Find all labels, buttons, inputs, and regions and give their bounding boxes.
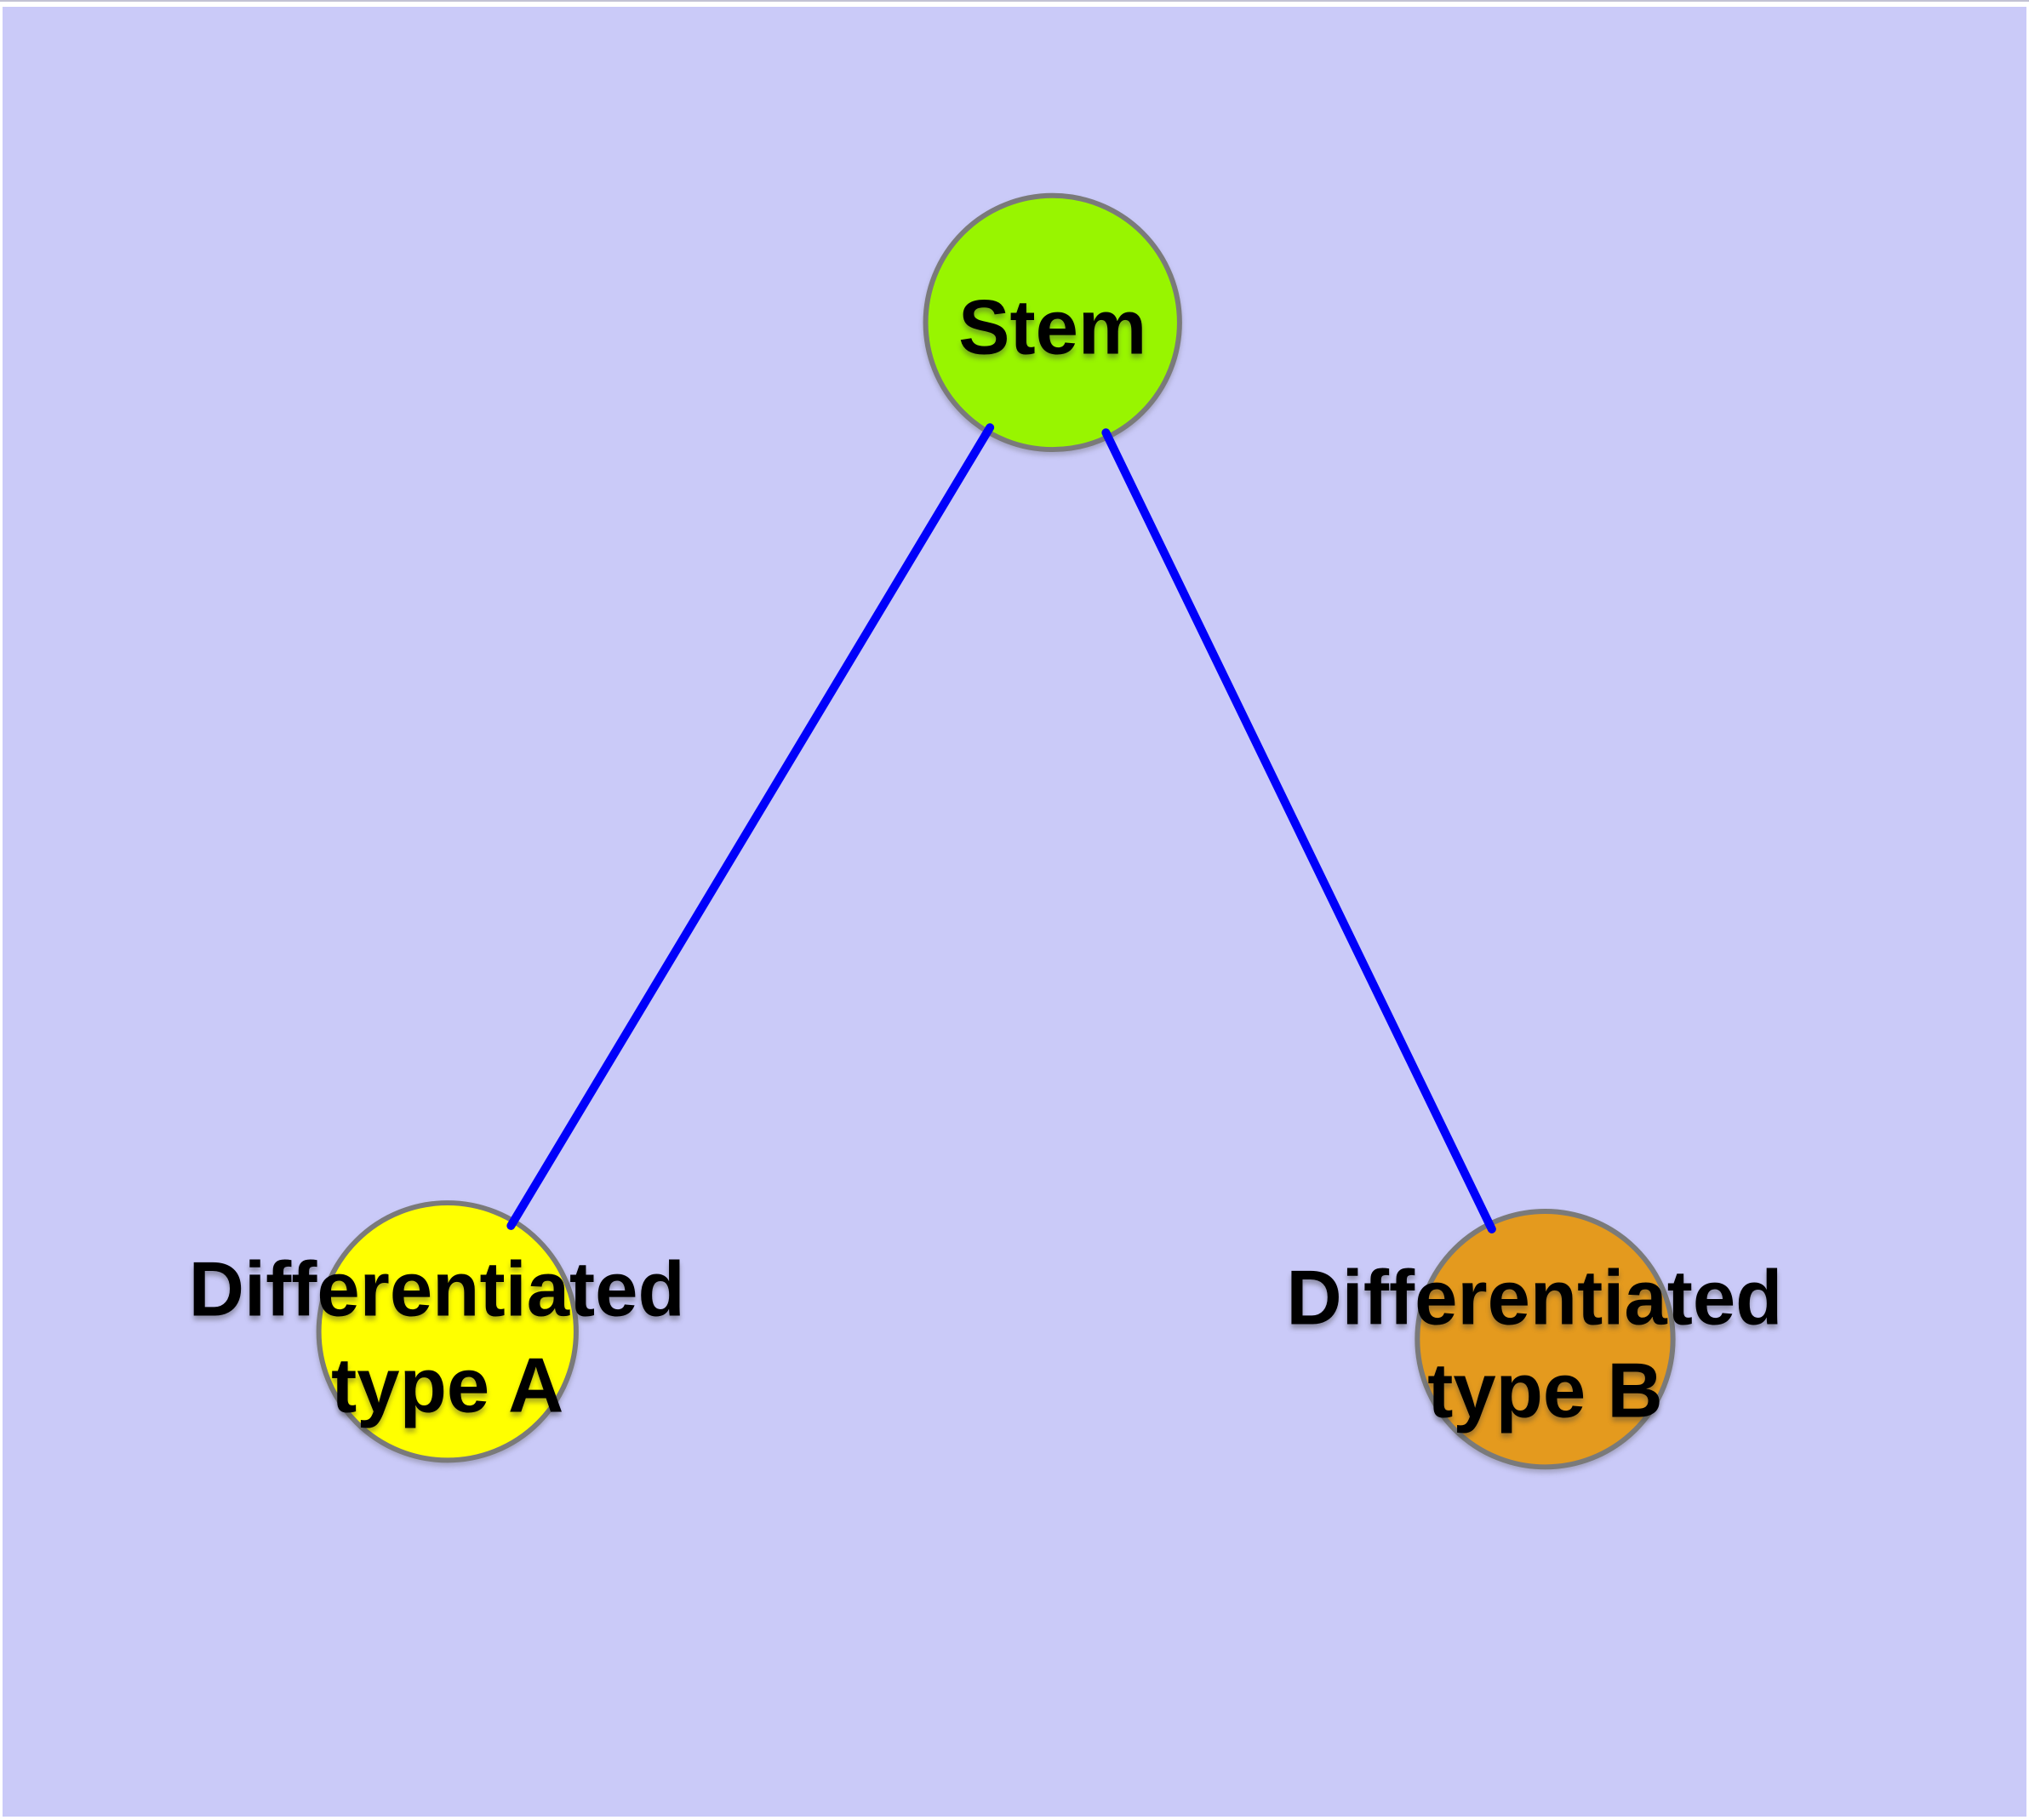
top-edge-hairline [0,0,2029,2]
node-stem-circle [923,192,1182,453]
edge-stem-to-type-a [506,423,995,1230]
node-differentiated-type-b-circle [1415,1209,1676,1470]
graph-diagram: Stem Differentiated type A Differentiate… [189,192,1803,1470]
node-stem-label: Stem [958,285,1146,371]
node-differentiated-type-b-label-line1: Differentiated [1286,1255,1782,1341]
node-differentiated-type-b-label: Differentiated type B [1286,1255,1803,1434]
node-differentiated-type-a-label-line1: Differentiated [189,1246,685,1332]
node-differentiated-type-a-circle [316,1200,579,1463]
node-differentiated-type-a-label-line2: type A [331,1343,563,1429]
edge-stem-to-type-b [1101,428,1496,1233]
node-differentiated-type-a-label: Differentiated type A [189,1246,706,1428]
diagram-canvas: Stem Differentiated type A Differentiate… [3,7,2026,1817]
node-differentiated-type-b-label-line2: type B [1427,1348,1663,1434]
